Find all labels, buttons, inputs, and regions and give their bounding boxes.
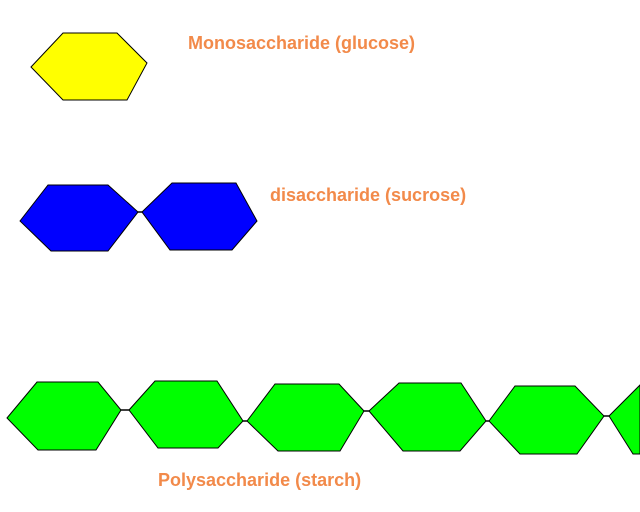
- starch-hexagon-6-partial: [608, 384, 640, 455]
- starch-hexagon-1: [6, 381, 122, 451]
- sucrose-hexagon-2: [141, 182, 258, 251]
- polysaccharide-label: Polysaccharide (starch): [158, 470, 362, 490]
- starch-hexagon-5: [488, 385, 605, 455]
- starch-hexagon-3: [246, 383, 365, 452]
- monosaccharide-label: Monosaccharide (glucose): [188, 33, 416, 53]
- starch-hexagon-4: [368, 382, 487, 452]
- disaccharide-label: disaccharide (sucrose): [270, 185, 467, 205]
- sucrose-hexagon-1: [19, 184, 139, 252]
- starch-hexagon-2: [128, 380, 244, 449]
- glucose-hexagon: [30, 32, 148, 101]
